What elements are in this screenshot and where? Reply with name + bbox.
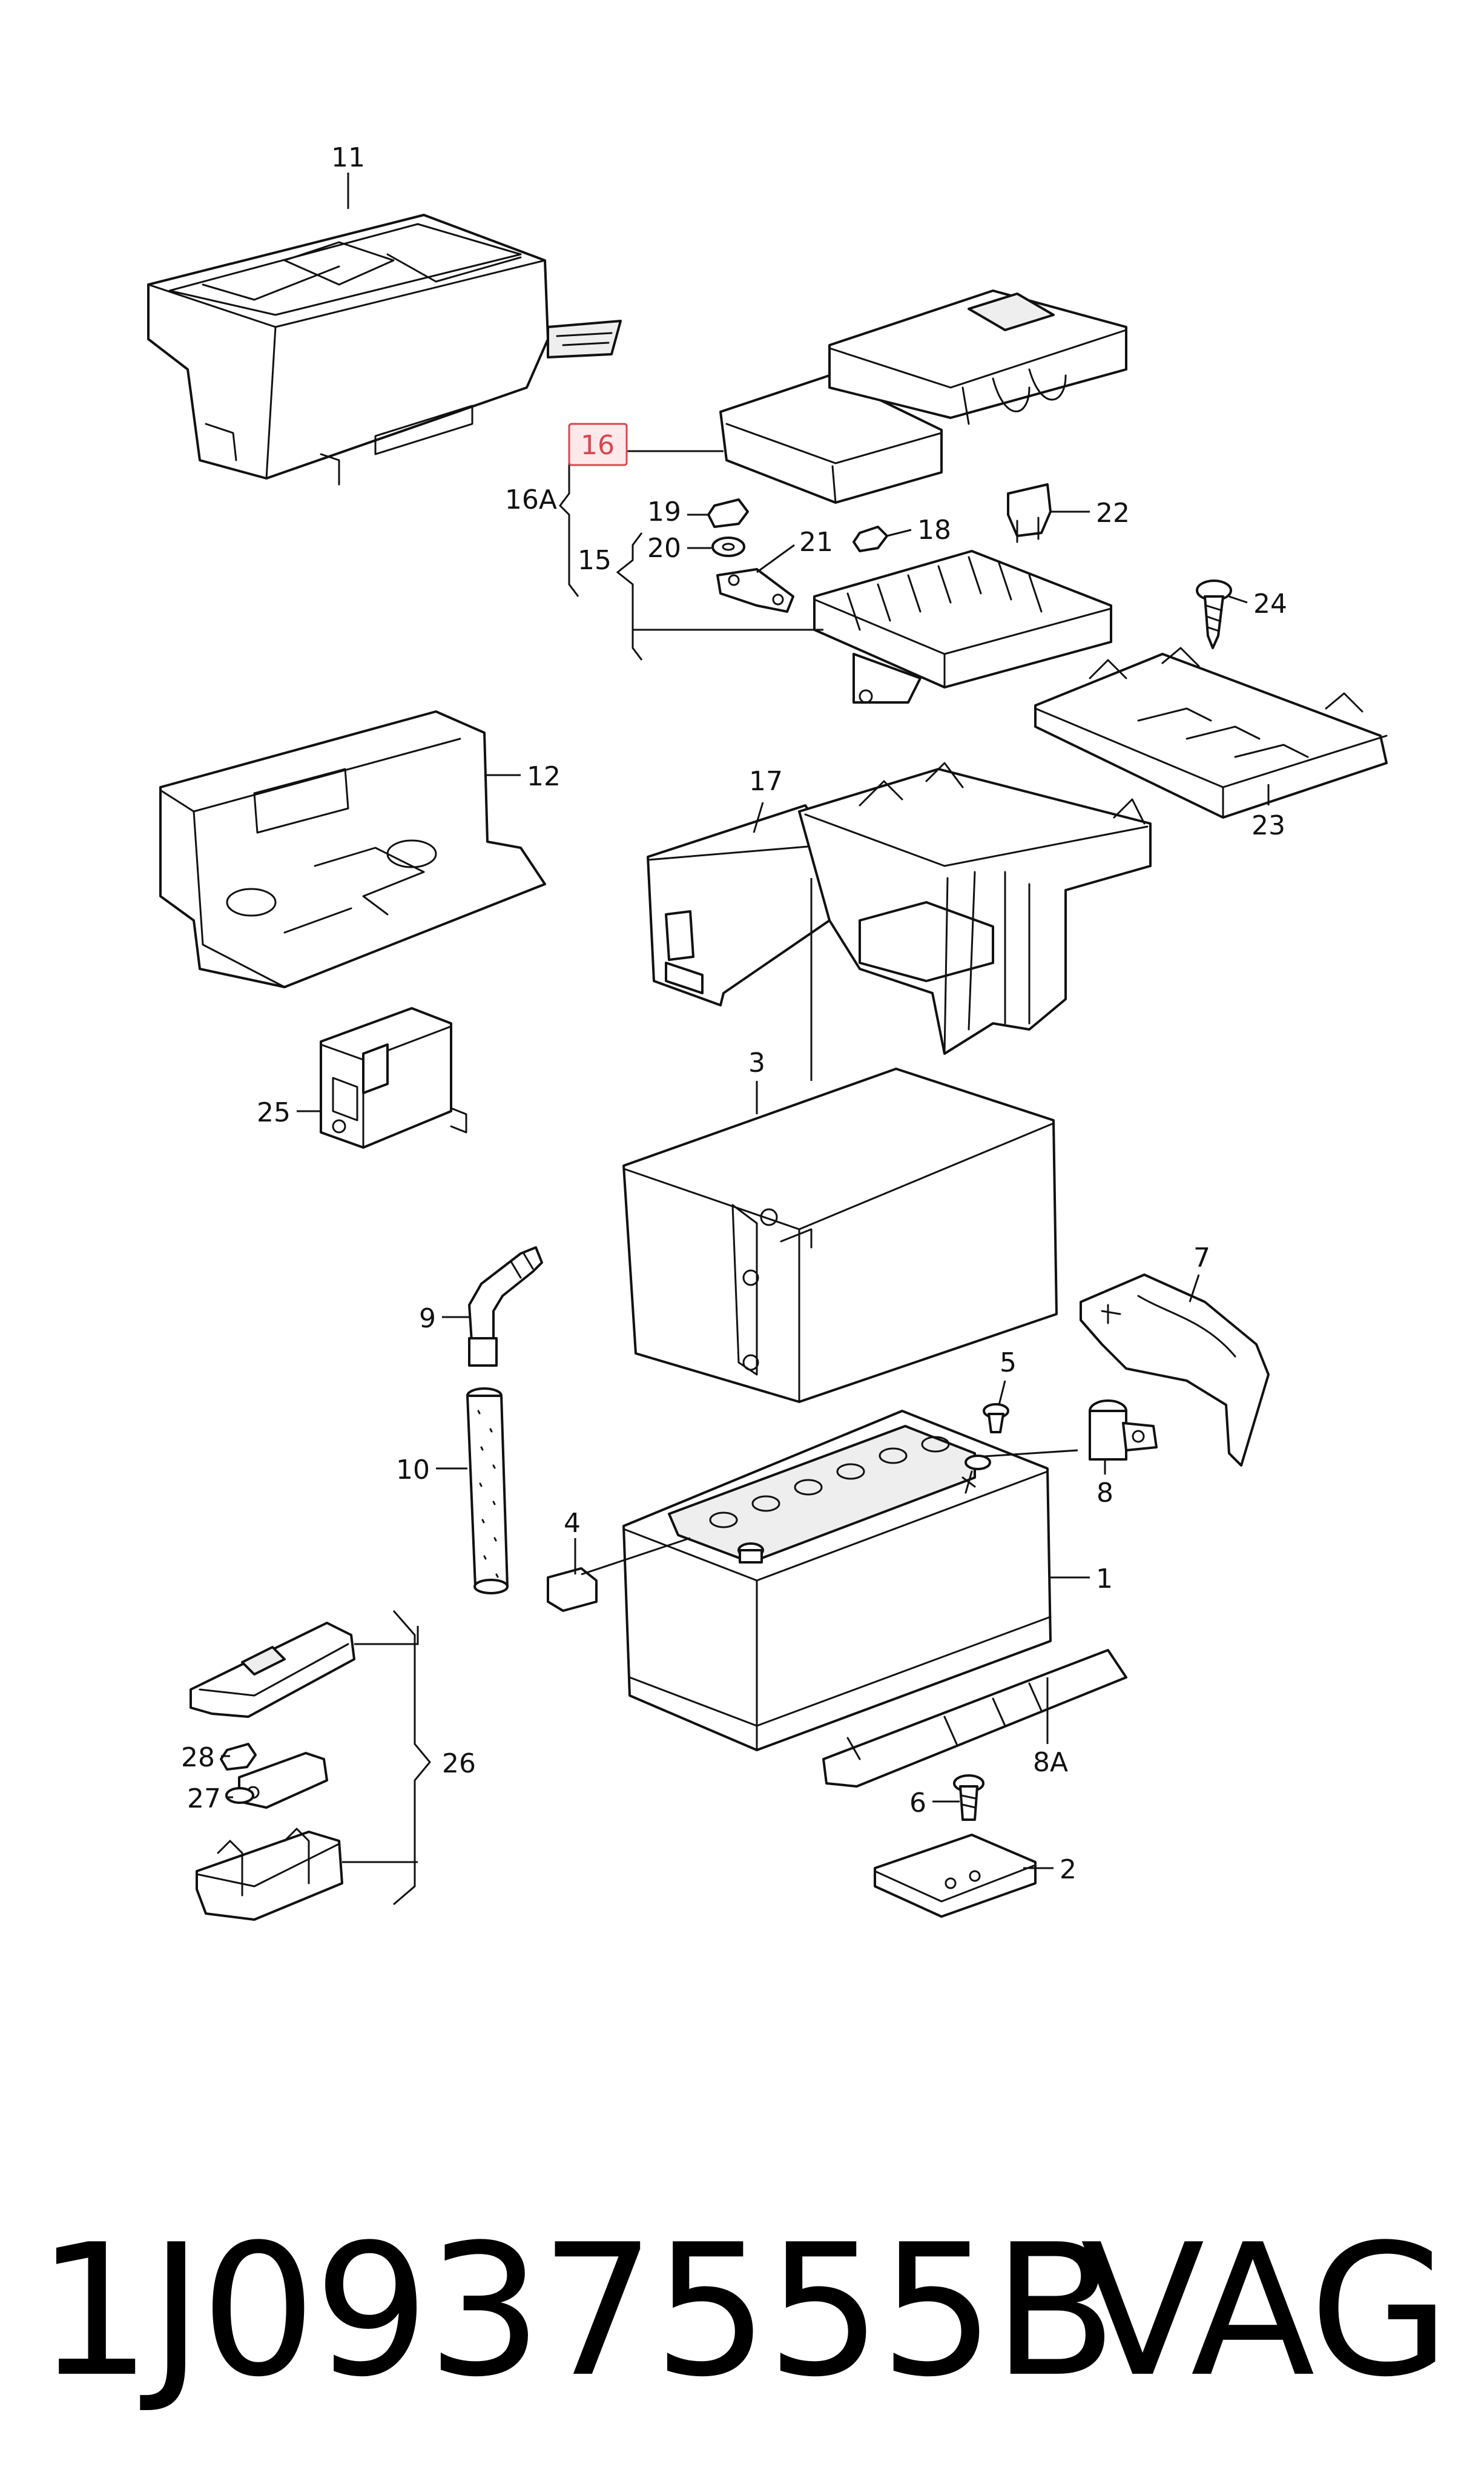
- part-12-battery-box: [159, 710, 546, 988]
- callout-15: 15: [578, 545, 612, 576]
- part-8a-hold-down: [822, 1649, 1127, 1788]
- callout-28: 28: [181, 1742, 215, 1773]
- callout-3: 3: [748, 1048, 765, 1078]
- callout-26: 26: [442, 1748, 476, 1779]
- callout-5: 5: [1000, 1347, 1017, 1378]
- part-20-washer: [711, 537, 745, 557]
- callout-16: 16: [581, 430, 615, 461]
- callout-4: 4: [564, 1508, 581, 1539]
- part-8-terminal-clamp: [1089, 1399, 1158, 1461]
- callout-1: 1: [1096, 1564, 1113, 1594]
- callout-16a: 16A: [505, 484, 557, 515]
- brand-label: VAG: [1080, 2205, 1450, 2417]
- callout-8a: 8A: [1033, 1747, 1068, 1778]
- part-19-nut: [707, 498, 749, 528]
- part-16-relay-carrier: [719, 289, 1127, 504]
- part-number-label: 1J0937555B: [36, 2205, 1117, 2417]
- callout-10: 10: [396, 1455, 430, 1485]
- part-21-bracket: [716, 568, 794, 613]
- callout-16-highlight: [568, 423, 628, 466]
- part-11-battery-cover: [147, 214, 622, 486]
- callout-24: 24: [1253, 589, 1287, 619]
- part-6-bolt: [953, 1774, 984, 1821]
- callout-11: 11: [331, 142, 365, 173]
- part-1-battery: [622, 1410, 1052, 1751]
- part-4-terminal-cap: [547, 1567, 598, 1612]
- callout-9: 9: [419, 1303, 436, 1334]
- part-3-battery-insulation: [622, 1068, 1058, 1403]
- callout-17: 17: [749, 766, 783, 797]
- part-28-nut: [220, 1743, 257, 1771]
- callout-20: 20: [647, 533, 681, 564]
- callout-25: 25: [257, 1097, 291, 1128]
- callout-19: 19: [647, 497, 681, 527]
- part-22-fuse: [1007, 483, 1052, 543]
- part-2-clamp-plate: [874, 1834, 1037, 1918]
- callout-22: 22: [1096, 498, 1130, 529]
- leader-lines: [221, 173, 1270, 1906]
- part-25-connector: [320, 1007, 467, 1149]
- callout-labels: 11 16 16A 15 19 20 21 18 22 24 23 17 12 …: [181, 142, 1287, 1885]
- part-7-terminal-cover: [1080, 1273, 1270, 1467]
- part-27-washer: [225, 1787, 254, 1804]
- callout-27: 27: [187, 1783, 221, 1814]
- part-26-fuse-holder-group: [190, 1622, 355, 1921]
- part-23-fuse-holder: [1034, 647, 1388, 819]
- part-17-bracket: [647, 762, 1152, 1055]
- callout-12: 12: [527, 761, 561, 792]
- callout-23: 23: [1252, 810, 1285, 841]
- callout-18: 18: [917, 515, 951, 546]
- callout-2: 2: [1060, 1854, 1077, 1885]
- part-24-screw: [1196, 580, 1232, 649]
- part-10-vent-hose: [466, 1387, 509, 1594]
- part-15-fuse-carrier: [813, 550, 1112, 704]
- part-5-bolt: [983, 1403, 1009, 1433]
- callout-6: 6: [909, 1788, 926, 1818]
- callout-21: 21: [799, 527, 833, 558]
- part-18-nut: [852, 526, 888, 552]
- part-9-vent-elbow: [468, 1246, 543, 1367]
- callout-7: 7: [1193, 1243, 1210, 1273]
- callout-8: 8: [1097, 1478, 1113, 1508]
